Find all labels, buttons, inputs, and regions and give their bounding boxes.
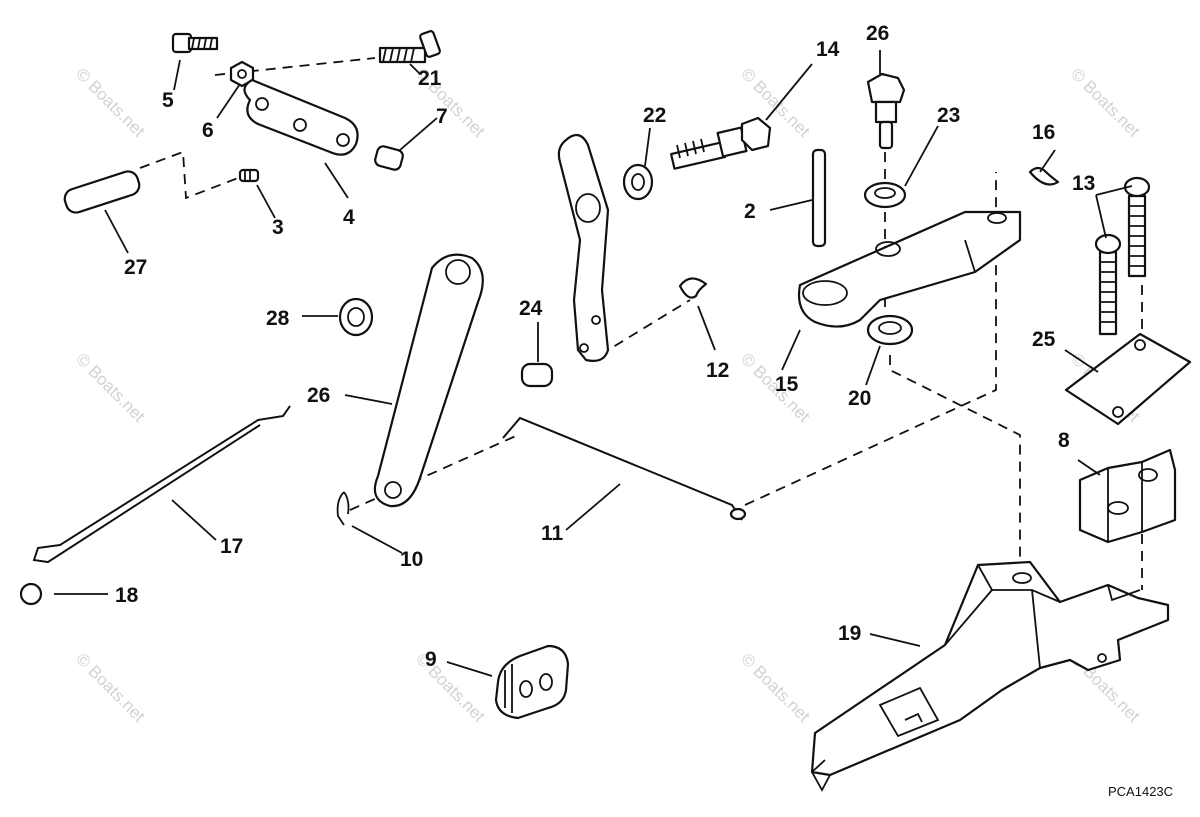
callout-20: 20 [848, 387, 871, 410]
watermark: © Boats.net [72, 649, 149, 726]
callout-16: 16 [1032, 121, 1055, 144]
diagram-code: PCA1423C [1108, 784, 1173, 799]
assembly-dashed-lines [139, 57, 1143, 590]
part-18-nut [19, 582, 43, 606]
part-2-rod [811, 148, 827, 248]
part-9-grommet [494, 644, 570, 720]
callout-19: 19 [838, 622, 861, 645]
callout-14: 14 [816, 38, 840, 61]
callout-12: 12 [706, 359, 729, 382]
part-21-bolt [378, 30, 441, 64]
callout-25: 25 [1032, 328, 1056, 351]
part-28-bushing [338, 297, 374, 337]
callout-5: 5 [162, 89, 174, 112]
callout-28: 28 [266, 307, 290, 330]
callout-2: 2 [744, 200, 756, 223]
part-24-pin [520, 362, 554, 388]
callout-24: 24 [519, 297, 543, 320]
callout-18: 18 [115, 584, 139, 607]
throttle-cam [557, 133, 610, 362]
part-23-washer [863, 181, 907, 209]
part-10-cotter-pin [336, 491, 350, 526]
part-20-washer [866, 314, 914, 346]
watermark: © Boats.net [737, 649, 814, 726]
callout-17: 17 [220, 535, 243, 558]
part-27-pin [63, 170, 141, 214]
part-16-clip [1028, 166, 1060, 186]
part-15-lever [797, 210, 1022, 328]
part-26-lever-arm [373, 253, 484, 508]
callout-10: 10 [400, 548, 423, 571]
part-13-screws [1094, 176, 1151, 336]
part-8-clamp [1078, 448, 1177, 544]
callout-26-lever: 26 [307, 384, 330, 407]
part-4-link-arm [243, 78, 359, 156]
callout-27: 27 [124, 256, 147, 279]
callout-6: 6 [202, 119, 214, 142]
part-7-plug [374, 145, 404, 171]
part-22-washer [622, 163, 654, 201]
callout-13: 13 [1072, 172, 1095, 195]
leader-lines [54, 50, 1133, 677]
part-14-bolt [669, 116, 772, 170]
callout-4: 4 [343, 206, 355, 229]
callout-22: 22 [643, 104, 666, 127]
watermark: © Boats.net [412, 649, 489, 726]
callout-23: 23 [937, 104, 960, 127]
callout-3: 3 [272, 216, 284, 239]
part-17-link-rod [32, 405, 291, 563]
callout-labels: 2 3 4 5 6 7 8 9 10 11 12 13 14 15 16 17 … [115, 22, 1095, 671]
callout-21: 21 [418, 67, 442, 90]
watermark: © Boats.net [1067, 64, 1144, 141]
part-5-bolt [171, 32, 219, 54]
watermark: © Boats.net [72, 64, 149, 141]
callout-15: 15 [775, 373, 799, 396]
callout-11: 11 [541, 522, 564, 545]
watermark: © Boats.net [72, 349, 149, 426]
part-12-clip [678, 277, 708, 299]
callout-8: 8 [1058, 429, 1070, 452]
part-11-link-rod [502, 416, 747, 521]
part-25-plate [1064, 332, 1192, 426]
callout-9: 9 [425, 648, 437, 671]
callout-7: 7 [436, 105, 448, 128]
part-19-bracket [810, 560, 1170, 792]
part-26-shoulder-bolt [866, 72, 906, 150]
part-3-set-screw [238, 168, 260, 183]
callout-26-top: 26 [866, 22, 889, 45]
